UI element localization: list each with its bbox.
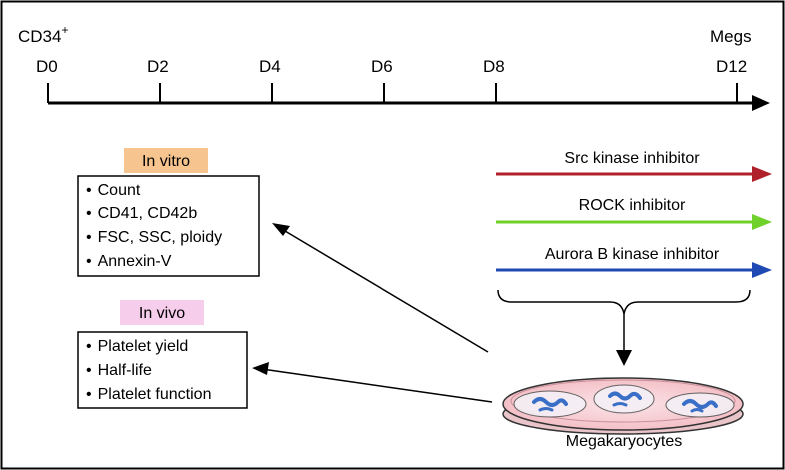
tick-label-d6: D6 bbox=[371, 57, 393, 76]
in-vitro-tag bbox=[124, 148, 208, 173]
grouping-brace bbox=[497, 289, 751, 315]
in-vitro-box bbox=[77, 175, 260, 277]
arrowhead-in-vivo-icon bbox=[252, 362, 269, 375]
tick-label-d12: D12 bbox=[716, 57, 747, 76]
treatment-label-src: Src kinase inhibitor bbox=[564, 150, 700, 167]
timeline-arrowhead-icon bbox=[752, 95, 770, 111]
treatment-arrowhead-src-icon bbox=[752, 166, 772, 182]
tick-label-d8: D8 bbox=[483, 57, 505, 76]
in-vivo-list: •Platelet yield •Half-life •Platelet fun… bbox=[86, 338, 211, 403]
tick-label-d0: D0 bbox=[36, 57, 58, 76]
arrow-to-in-vivo bbox=[261, 368, 493, 403]
treatment-arrowhead-rock-icon bbox=[752, 214, 772, 230]
timeline-end-label: Megs bbox=[710, 27, 752, 46]
list-item: •Half-life bbox=[86, 362, 152, 379]
list-item: •FSC, SSC, ploidy bbox=[86, 229, 222, 246]
treatment-rock: ROCK inhibitor bbox=[496, 197, 772, 230]
dish-label: Megakaryocytes bbox=[566, 433, 683, 450]
in-vivo-tag-label: In vivo bbox=[139, 305, 185, 322]
arrow-to-in-vitro bbox=[279, 227, 489, 353]
treatment-label-rock: ROCK inhibitor bbox=[579, 197, 686, 214]
treatment-label-aurora: Aurora B kinase inhibitor bbox=[545, 246, 720, 263]
in-vitro-tag-label: In vitro bbox=[142, 153, 190, 170]
in-vitro-list: •Count •CD41, CD42b •FSC, SSC, ploidy •A… bbox=[86, 182, 222, 270]
list-item: •Platelet function bbox=[86, 386, 211, 403]
list-item: •Count bbox=[86, 182, 141, 199]
in-vivo-tag bbox=[120, 300, 204, 325]
treatment-src: Src kinase inhibitor bbox=[496, 150, 772, 182]
treatment-arrowhead-aurora-icon bbox=[752, 262, 772, 278]
timeline-start-label: CD34+ bbox=[18, 23, 68, 46]
list-item: •Annexin-V bbox=[86, 253, 172, 270]
arrowhead-in-vitro-icon bbox=[272, 223, 290, 236]
in-vivo-box bbox=[77, 331, 248, 409]
petri-dish-icon bbox=[502, 377, 744, 435]
treatment-aurora: Aurora B kinase inhibitor bbox=[496, 246, 772, 278]
list-item: •CD41, CD42b bbox=[86, 205, 197, 222]
list-item: •Platelet yield bbox=[86, 338, 188, 355]
tick-label-d2: D2 bbox=[147, 57, 169, 76]
down-arrow-icon bbox=[616, 350, 632, 366]
tick-label-d4: D4 bbox=[259, 57, 281, 76]
